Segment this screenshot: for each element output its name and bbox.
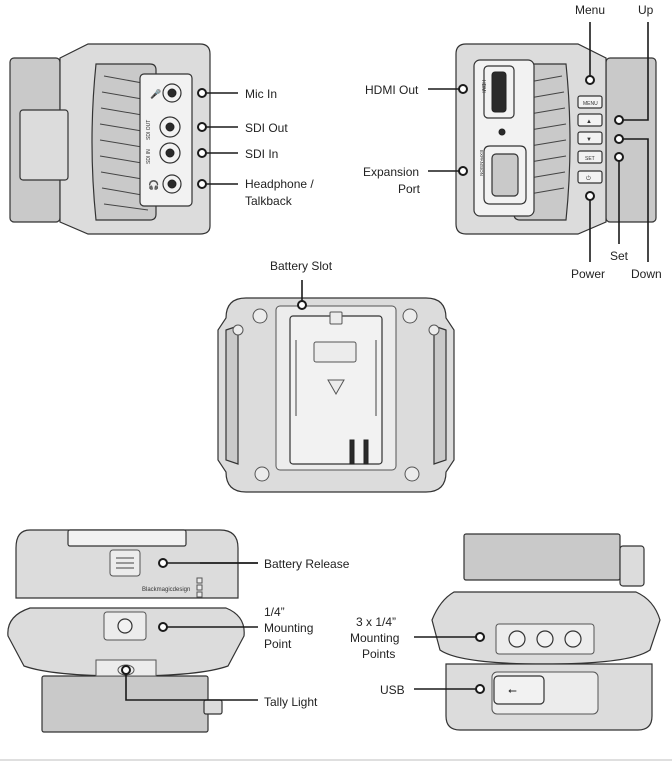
menu-button[interactable] <box>577 95 603 109</box>
back-view: Battery Slot <box>217 259 455 493</box>
usb-icon: ⭠ <box>508 685 517 697</box>
bottom-view: ⭠ 3 x 1/4” Mounting Points USB <box>350 533 661 731</box>
power-icon: ⏻ <box>586 175 591 182</box>
mounts-label-line1: 3 x 1/4” <box>356 615 396 629</box>
set-button[interactable] <box>577 150 603 164</box>
menu-callout-dot <box>585 75 595 85</box>
tally-light-label: Tally Light <box>264 695 318 709</box>
sdi-out-text: SDI OUT <box>146 120 152 140</box>
usb-callout-dot <box>475 684 485 694</box>
usb-port[interactable] <box>493 675 545 705</box>
tally-callout-dot <box>121 665 131 675</box>
mount-callout-dot <box>158 622 168 632</box>
down-arrow-icon: ▼ <box>586 137 592 143</box>
battery-edge <box>67 529 187 547</box>
corner-screw-tl <box>252 308 268 324</box>
left-side-view: 🎤 SDI OUT SDI IN 🎧 Mic In SDI Out SDI In… <box>9 43 314 235</box>
mount-label-line2: Mounting <box>264 621 313 635</box>
usb-label: USB <box>380 683 405 697</box>
expansion-callout-dot <box>458 166 468 176</box>
menu-button-text: MENU <box>583 101 598 107</box>
mic-in-label: Mic In <box>245 87 277 101</box>
brand-logo-text: Blackmagicdesign <box>142 587 190 593</box>
side-latch <box>19 109 69 181</box>
expansion-text: EXPANSION <box>479 150 484 176</box>
corner-screw-bl <box>254 466 270 482</box>
sdi-out-callout-dot <box>197 122 207 132</box>
insert-arrow-icon <box>327 379 345 396</box>
power-callout-dot <box>585 191 595 201</box>
down-label: Down <box>631 267 662 281</box>
hdmi-out-label: HDMI Out <box>365 83 419 97</box>
headphone-label-line2: Talkback <box>245 194 293 208</box>
battery-pin-1 <box>349 439 355 465</box>
corner-screw-br <box>404 466 420 482</box>
bottom-upper-body <box>463 533 621 581</box>
power-button[interactable] <box>577 170 603 184</box>
set-label: Set <box>610 249 629 263</box>
battery-slot-callout-dot <box>297 300 307 310</box>
corner-screw-tr <box>402 308 418 324</box>
battery-slot-label: Battery Slot <box>270 259 333 273</box>
expansion-port[interactable] <box>491 153 519 197</box>
up-label: Up <box>638 3 654 17</box>
down-button[interactable] <box>577 131 603 145</box>
down-callout-dot <box>614 134 624 144</box>
sdi-in-label: SDI In <box>245 147 278 161</box>
quarter-inch-mount[interactable] <box>117 618 133 634</box>
hdmi-logo-text: HDMI <box>480 80 486 93</box>
top-view: Blackmagicdesign Battery Release 1/4” Mo… <box>7 529 350 733</box>
expansion-label-line2: Port <box>398 182 421 196</box>
mounts-callout-dot <box>475 632 485 642</box>
audio-port-panel <box>139 73 193 207</box>
mount-hole-3[interactable] <box>564 630 582 648</box>
mic-in-callout-dot <box>197 88 207 98</box>
top-lower-body <box>41 675 209 733</box>
sdi-in-callout-dot <box>197 148 207 158</box>
mounts-label-line2: Mounting <box>350 631 399 645</box>
sdi-out-label: SDI Out <box>245 121 288 135</box>
mic-icon: 🎤 <box>150 88 161 99</box>
right-side-view: HDMI EXPANSION MENU ▲ ▼ SET ⏻ Menu Up HD… <box>363 3 662 281</box>
battery-release-label: Battery Release <box>264 557 350 571</box>
up-button[interactable] <box>577 113 603 127</box>
battery-release-callout-dot <box>158 558 168 568</box>
sdi-in-text: SDI IN <box>146 149 152 164</box>
mount-label-line3: Point <box>264 637 292 651</box>
hdmi-callout-dot <box>458 84 468 94</box>
battery-contact-plate <box>313 341 357 363</box>
headphone-callout-dot <box>197 179 207 189</box>
mounts-label-line3: Points <box>362 647 395 661</box>
mount-hole-2[interactable] <box>536 630 554 648</box>
headphone-icon: 🎧 <box>148 179 159 190</box>
menu-label: Menu <box>575 3 605 17</box>
set-callout-dot <box>614 152 624 162</box>
battery-pin-2 <box>363 439 369 465</box>
power-label: Power <box>571 267 605 281</box>
set-button-text: SET <box>585 156 595 162</box>
mount-hole-1[interactable] <box>508 630 526 648</box>
up-callout-dot <box>614 115 624 125</box>
expansion-label-line1: Expansion <box>363 165 419 179</box>
mount-label-line1: 1/4” <box>264 605 285 619</box>
up-arrow-icon: ▲ <box>586 119 592 125</box>
battery-slot-clip <box>329 311 343 325</box>
headphone-label-line1: Headphone / <box>245 177 314 191</box>
hdmi-port[interactable] <box>491 71 507 113</box>
